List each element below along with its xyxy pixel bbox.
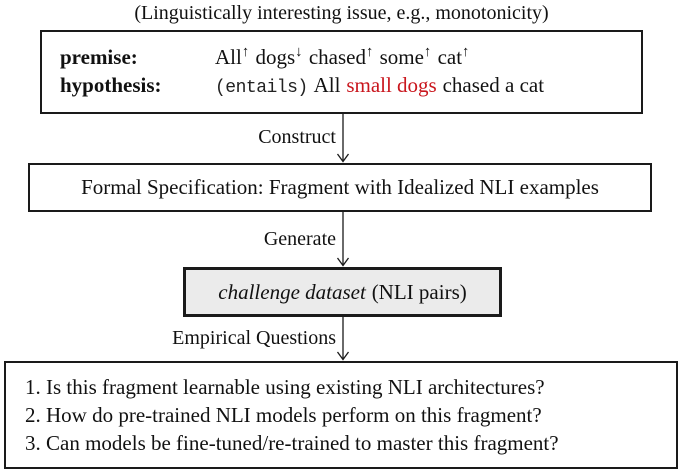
empirical-questions-box: 1. Is this fragment learnable using exis… — [4, 361, 678, 469]
premise-text: All↑dogs↓chased↑some↑cat↑ — [215, 43, 469, 71]
premise-token: All↑ — [215, 43, 250, 69]
polarity-arrow-icon: ↑ — [241, 43, 250, 60]
premise-label: premise: — [60, 44, 138, 69]
premise-token: chased↑ — [308, 43, 374, 69]
polarity-arrow-icon: ↑ — [462, 43, 470, 60]
step-label-generate: Generate — [263, 228, 336, 250]
step-label-construct: Construct — [258, 126, 336, 148]
polarity-arrow-icon: ↑ — [423, 43, 432, 60]
highlighted-phrase: small dogs — [346, 72, 437, 97]
entails-tag: (entails) — [215, 77, 308, 98]
challenge-dataset-box: challenge dataset(NLI pairs) — [183, 267, 502, 317]
premise-row: premise: All↑dogs↓chased↑some↑cat↑ — [60, 43, 641, 71]
down-arrow-icon — [335, 114, 351, 163]
polarity-arrow-icon: ↓ — [295, 43, 303, 60]
polarity-arrow-icon: ↑ — [365, 43, 374, 60]
formal-specification-box: Formal Specification: Fragment with Idea… — [28, 163, 652, 212]
dataset-regular-text: (NLI pairs) — [371, 279, 467, 304]
question-item: 1. Is this fragment learnable using exis… — [25, 375, 545, 399]
dataset-italic-text: challenge dataset — [218, 279, 366, 304]
question-item: 3. Can models be fine-tuned/re-trained t… — [25, 431, 559, 455]
question-item: 2. How do pre-trained NLI models perform… — [25, 403, 542, 427]
premise-token: some↑ — [379, 43, 432, 69]
top-caption: (Linguistically interesting issue, e.g.,… — [134, 2, 549, 24]
down-arrow-icon — [335, 212, 351, 267]
down-arrow-icon — [335, 317, 351, 361]
step-label-empirical-questions: Empirical Questions — [172, 327, 336, 349]
hypothesis-label: hypothesis: — [60, 72, 162, 97]
premise-token: cat↑ — [437, 43, 470, 69]
example-box: premise: All↑dogs↓chased↑some↑cat↑ hypot… — [40, 30, 643, 114]
premise-token: dogs↓ — [255, 43, 303, 69]
